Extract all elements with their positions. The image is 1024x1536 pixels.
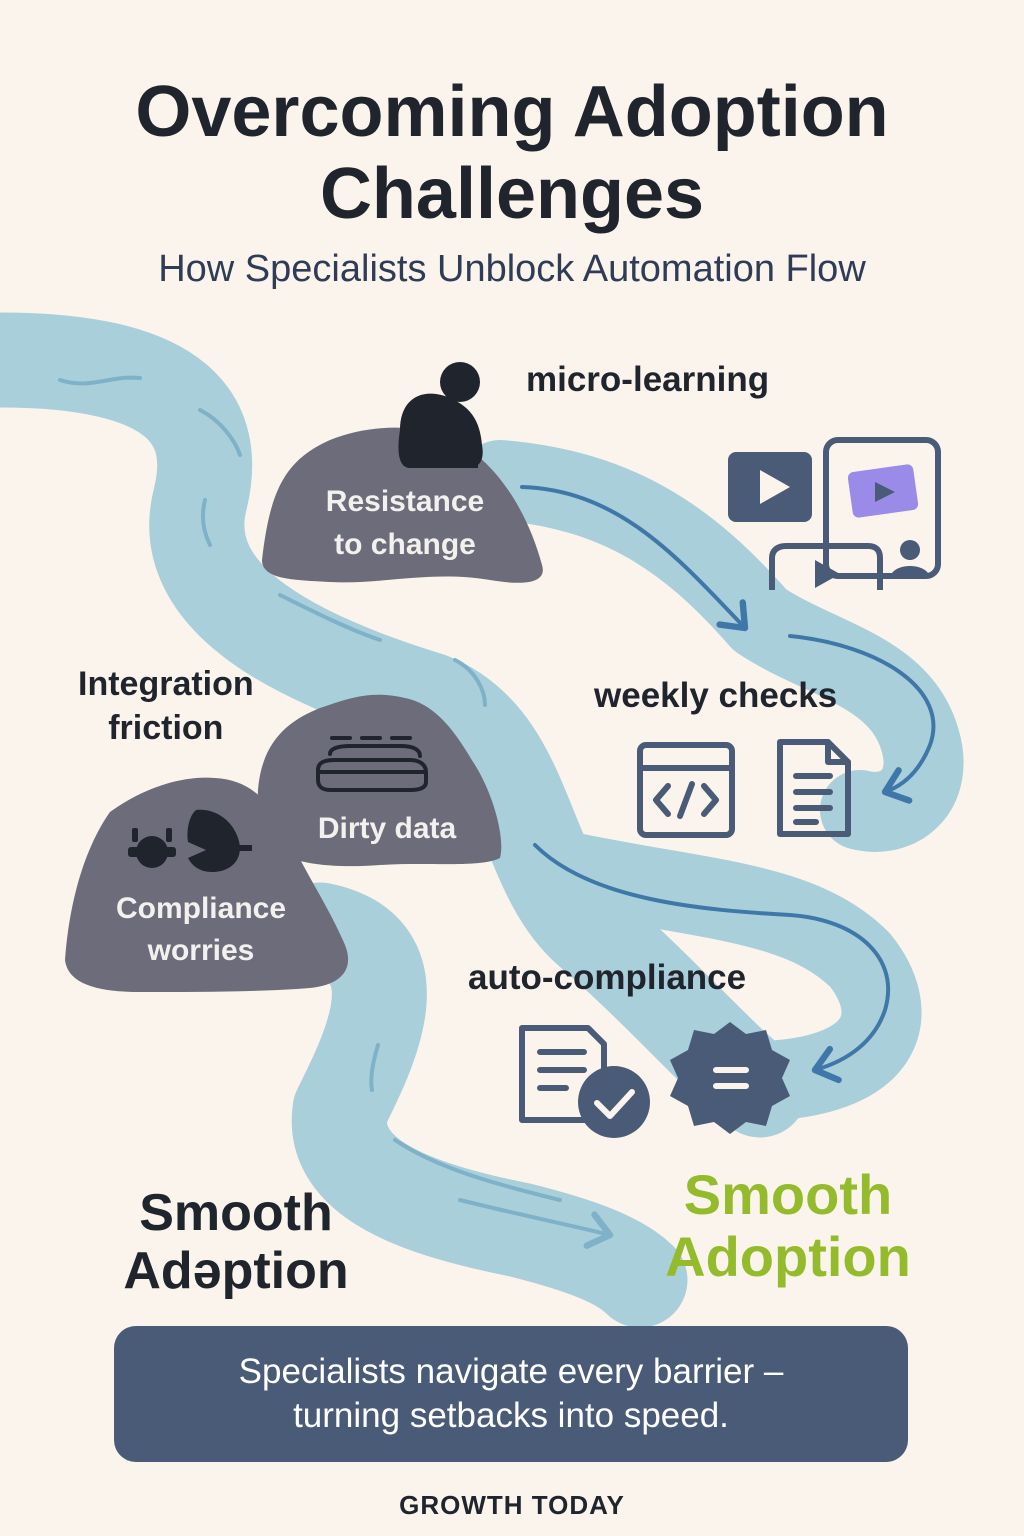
- person-sitting-icon: [398, 362, 483, 468]
- river-main: [0, 312, 808, 1138]
- rock-dirty-data: [257, 694, 502, 867]
- river-lower: [272, 882, 688, 1328]
- label-resistance-line-1: Resistance: [325, 485, 485, 518]
- banner-line-2: turning setbacks into speed.: [293, 1396, 729, 1435]
- label-weekly-checks: weekly checks: [594, 676, 838, 715]
- label-dirty-data: Dirty data: [317, 812, 457, 845]
- label-integration-line-1: Integration: [78, 665, 254, 703]
- river-branch-middle: [520, 830, 922, 1120]
- flow-arrow-2: [788, 634, 936, 804]
- river-ripples: [58, 375, 562, 1202]
- title-line-1: Overcoming Adoption: [135, 72, 889, 152]
- river-branch-upper: [460, 440, 964, 852]
- flow-arrow-1: [520, 485, 749, 632]
- code-window-icon: [637, 742, 735, 838]
- outcome-left-line-1: Smooth: [139, 1184, 333, 1242]
- label-compliance: Compliance worries: [96, 888, 306, 972]
- label-compliance-line-1: Compliance: [115, 892, 287, 925]
- label-micro-learning: micro-learning: [526, 360, 770, 399]
- label-resistance: Resistance to change: [305, 480, 505, 566]
- outcome-right: Smooth Adoption: [660, 1164, 916, 1288]
- database-stack-icon: [316, 736, 428, 792]
- label-compliance-line-2: worries: [147, 934, 255, 967]
- footer-brand: GROWTH TODAY: [399, 1490, 625, 1520]
- label-integration: Integration friction: [78, 662, 254, 750]
- outcome-left: Smooth Adəption: [116, 1184, 356, 1300]
- label-resistance-line-2: to change: [334, 528, 476, 561]
- title-line-2: Challenges: [319, 154, 705, 234]
- outcome-right-line-1: Smooth: [683, 1163, 893, 1226]
- video-play-icon: [728, 452, 812, 522]
- video-call-icon: [769, 437, 941, 590]
- badge-icon: [670, 1022, 790, 1134]
- plug-icon: [128, 809, 252, 872]
- checklist-approved-icon: [519, 1025, 650, 1138]
- subtitle: How Specialists Unblock Automation Flow: [158, 248, 866, 290]
- label-auto-compliance: auto-compliance: [468, 958, 747, 997]
- outcome-left-line-2: Adəption: [123, 1242, 349, 1300]
- document-icon: [777, 739, 851, 837]
- summary-banner: Specialists navigate every barrier – tur…: [114, 1326, 908, 1462]
- label-integration-line-2: friction: [108, 709, 224, 747]
- flow-arrow-3: [533, 843, 891, 1084]
- river-flow-arrow: [458, 1198, 614, 1249]
- banner-line-1: Specialists navigate every barrier –: [238, 1352, 784, 1391]
- outcome-right-line-2: Adoption: [665, 1225, 911, 1288]
